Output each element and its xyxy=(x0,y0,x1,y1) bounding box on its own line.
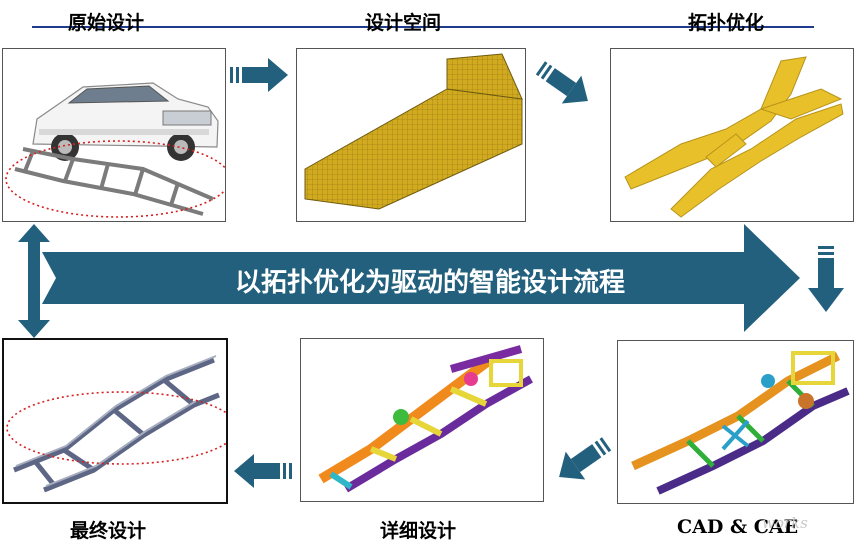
panel-original-design xyxy=(2,48,226,222)
cad-cae-frame-image xyxy=(631,351,850,495)
arrow-diagonal-1 xyxy=(535,61,588,104)
title-cad-cae: CAD & CAE xyxy=(677,516,799,538)
panel-detail-design xyxy=(300,338,544,502)
title-final-design: 最终设计 xyxy=(70,520,147,542)
detail-frame-image xyxy=(318,345,533,493)
title-detail-design: 详细设计 xyxy=(380,520,457,542)
arrow-diagonal-2 xyxy=(559,437,612,480)
panel-cad-cae xyxy=(617,340,854,504)
title-original-design: 原始设计 xyxy=(68,12,145,34)
header-rule xyxy=(32,26,814,28)
arrow-right-1 xyxy=(230,58,288,92)
title-design-space: 设计空间 xyxy=(365,12,442,34)
watermark-text: works xyxy=(762,514,808,532)
arrow-vertical-double xyxy=(18,224,50,338)
car-with-frame-image xyxy=(5,82,225,218)
title-topology-optimization: 拓扑优化 xyxy=(688,12,765,34)
panel-design-space xyxy=(296,48,526,222)
panel-final-design xyxy=(2,338,228,504)
banner-title: 以拓扑优化为驱动的智能设计流程 xyxy=(234,268,625,298)
process-banner-arrow xyxy=(42,224,800,332)
design-space-mesh-image xyxy=(304,53,523,210)
arrow-down-right xyxy=(808,246,844,312)
topology-result-image xyxy=(624,56,844,218)
panel-topology-optimization xyxy=(610,48,854,222)
arrow-left-1 xyxy=(234,454,292,488)
final-frame-image xyxy=(6,355,226,493)
